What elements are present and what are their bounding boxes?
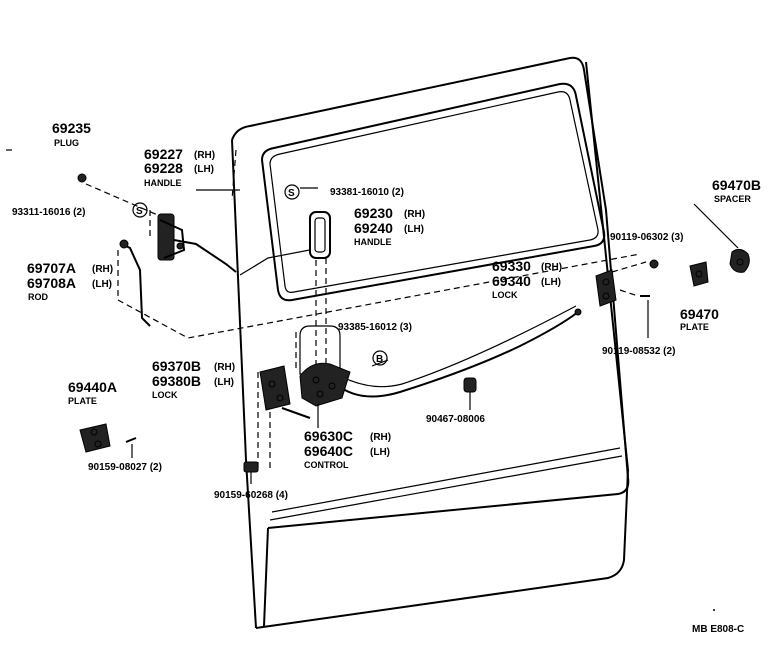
label-69230-rh: (RH) [404, 209, 425, 220]
label-handle-inner: HANDLE [354, 237, 392, 247]
marker-s-left: S [136, 206, 143, 217]
label-69708a-lh: (LH) [92, 279, 112, 290]
label-lock-lower: LOCK [152, 390, 178, 400]
part-handle-outer [157, 213, 237, 273]
label-69630c-rh: (RH) [370, 432, 391, 443]
marker-b: B [376, 354, 383, 365]
label-93381: 93381-16010 (2) [330, 187, 404, 198]
label-rod: ROD [28, 292, 49, 302]
label-69708a: 69708A [27, 275, 76, 291]
part-lock-lower [259, 365, 311, 419]
label-69340: 69340 [492, 273, 531, 289]
label-69240-lh: (LH) [404, 224, 424, 235]
label-spacer: SPACER [714, 194, 751, 204]
label-69330-rh: (RH) [541, 262, 562, 273]
label-90119-06302: 90119-06302 (3) [610, 232, 683, 243]
label-90467: 90467-08006 [426, 414, 485, 425]
part-control [299, 362, 351, 428]
label-69370b: 69370B [152, 358, 201, 374]
leader-lines [85, 149, 647, 470]
label-plug: PLUG [54, 138, 79, 148]
label-69240: 69240 [354, 220, 393, 236]
label-93385: 93385-16012 (3) [338, 322, 412, 333]
label-69440a: 69440A [68, 379, 117, 395]
part-rod [119, 239, 151, 327]
label-69370b-rh: (RH) [214, 362, 235, 373]
label-69228-lh: (LH) [194, 164, 214, 175]
marker-s-window: S [288, 188, 295, 199]
label-69380b: 69380B [152, 373, 201, 389]
label-control: CONTROL [304, 460, 349, 470]
part-screw-bottom [243, 461, 259, 484]
label-69630c: 69630C [304, 428, 353, 444]
part-spacer [729, 248, 750, 273]
part-clip [463, 377, 477, 410]
label-69380b-lh: (LH) [214, 377, 234, 388]
label-69340-lh: (LH) [541, 277, 561, 288]
footer-code: MB E808-C [692, 624, 744, 635]
part-bolt-right [640, 295, 650, 338]
label-69707a-rh: (RH) [92, 264, 113, 275]
part-plug [77, 173, 87, 183]
label-plate-right: PLATE [680, 322, 709, 332]
label-69470: 69470 [680, 306, 719, 322]
label-69470b: 69470B [712, 177, 761, 193]
label-69235: 69235 [52, 120, 91, 136]
door-panel [231, 56, 630, 629]
label-69640c: 69640C [304, 443, 353, 459]
label-93311: 93311-16016 (2) [12, 207, 85, 218]
label-69227-rh: (RH) [194, 150, 215, 161]
label-handle-outer: HANDLE [144, 178, 182, 188]
label-69707a: 69707A [27, 260, 76, 276]
part-cable [335, 305, 582, 398]
part-plate-right [689, 261, 709, 287]
label-plate-left: PLATE [68, 396, 97, 406]
label-90119-08532: 90119-08532 (2) [602, 346, 675, 357]
label-90159-08027: 90159-08027 (2) [88, 462, 162, 473]
part-lock-upper [595, 259, 659, 307]
label-90159-60268: 90159-60268 (4) [214, 490, 288, 501]
label-lock-upper: LOCK [492, 290, 518, 300]
part-plate-left [79, 423, 137, 458]
label-69227: 69227 [144, 146, 183, 162]
label-69228: 69228 [144, 160, 183, 176]
label-69640c-lh: (LH) [370, 447, 390, 458]
label-69330: 69330 [492, 258, 531, 274]
label-69230: 69230 [354, 205, 393, 221]
part-inner-handle [309, 211, 331, 259]
